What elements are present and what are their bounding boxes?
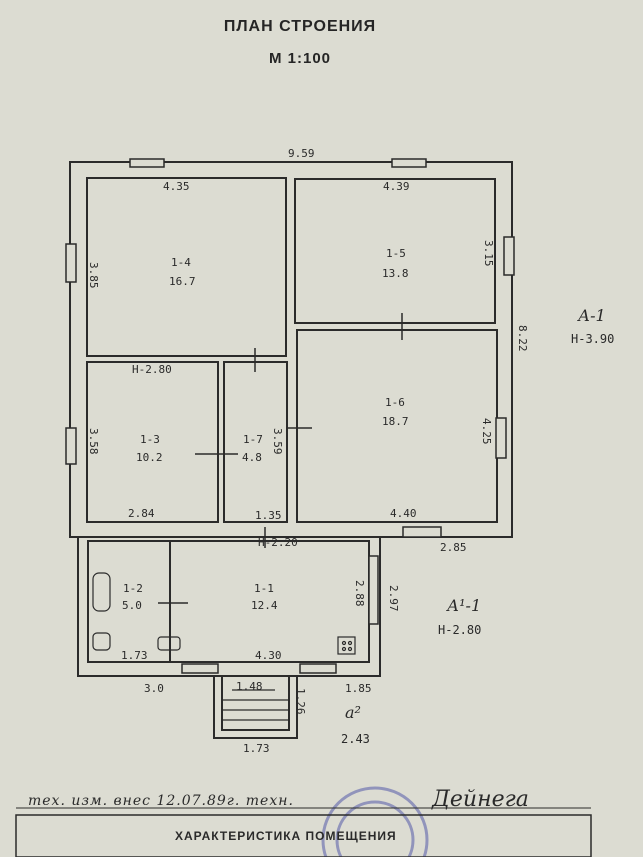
sink-icon <box>157 636 181 651</box>
extension-wall <box>77 537 381 677</box>
window <box>129 158 165 168</box>
window <box>495 417 507 459</box>
room-1-5-height: 3.15 <box>482 240 495 267</box>
room-1-2-width: 1.73 <box>121 649 148 662</box>
room-1-4-outline <box>86 177 287 357</box>
signature: Дейнега <box>432 787 529 812</box>
room-1-5-id: 1-5 <box>386 247 406 260</box>
label-a1-top-height: Н-3.90 <box>571 332 615 346</box>
plan-scale: М 1:100 <box>268 50 332 67</box>
room-1-2-id: 1-2 <box>123 582 143 595</box>
room-1-4-id: 1-4 <box>171 256 191 269</box>
corridor-height-label: Н-2.20 <box>258 536 298 549</box>
window <box>65 427 77 465</box>
room-1-7-id: 1-7 <box>243 433 263 446</box>
room-1-3-width: 2.84 <box>128 507 155 520</box>
room-1-7-height: 3.59 <box>271 428 284 455</box>
room-1-3-outline <box>86 361 219 523</box>
porch-inner-dim: 1.48 <box>236 680 263 693</box>
room-1-3-id: 1-3 <box>140 433 160 446</box>
porch-depth-dim: 1.26 <box>294 688 307 715</box>
ext-width-dim: 2.85 <box>440 541 467 554</box>
stamp <box>321 786 429 857</box>
stove-icon <box>337 636 356 655</box>
porch-width-dim: 1.73 <box>243 742 270 755</box>
window <box>181 663 219 674</box>
outer-height-dim: 8.22 <box>516 325 529 352</box>
room-1-4-height: 3.85 <box>87 262 100 289</box>
plan-title: ПЛАН СТРОЕНИЯ <box>223 18 377 35</box>
window <box>65 243 77 283</box>
room-1-5-width: 4.39 <box>383 180 410 193</box>
room-1-6-height: 4.25 <box>480 418 493 445</box>
room-1-3-height: 3.58 <box>87 428 100 455</box>
room-1-6-id: 1-6 <box>385 396 405 409</box>
window <box>503 236 515 276</box>
label-a1-ext: А¹-1 <box>447 596 482 615</box>
room-1-5-area: 13.8 <box>382 267 409 280</box>
window <box>402 526 442 538</box>
window <box>299 663 337 674</box>
room-1-7-area: 4.8 <box>242 451 262 464</box>
revision-note: тех. изм. внес 12.07.89г. техн. <box>28 793 294 809</box>
label-porch-value: 2.43 <box>341 732 370 746</box>
room-1-4-area: 16.7 <box>169 275 196 288</box>
toilet-icon <box>92 632 111 651</box>
room-1-6-area: 18.7 <box>382 415 409 428</box>
room-1-1-width: 4.30 <box>255 649 282 662</box>
upper-height-label: Н-2.80 <box>132 363 172 376</box>
room-1-4-width: 4.35 <box>163 180 190 193</box>
porch-outline <box>213 676 298 739</box>
label-porch: а² <box>345 703 361 722</box>
room-1-3-area: 10.2 <box>136 451 163 464</box>
label-a1-ext-height: Н-2.80 <box>438 623 482 637</box>
bathtub-icon <box>92 572 111 612</box>
window <box>391 158 427 168</box>
room-1-1-height: 2.88 <box>353 580 366 607</box>
room-1-6-width: 4.40 <box>390 507 417 520</box>
outer-width-dim: 9.59 <box>288 147 315 160</box>
ext-right-dim: 1.85 <box>345 682 372 695</box>
window <box>368 555 379 625</box>
label-a1-top: А-1 <box>578 306 606 325</box>
room-1-2-area: 5.0 <box>122 599 142 612</box>
room-1-1-area: 12.4 <box>251 599 278 612</box>
room-1-1-id: 1-1 <box>254 582 274 595</box>
ext-side-dim: 2.97 <box>387 585 400 612</box>
ext-left-dim: 3.0 <box>144 682 164 695</box>
room-1-7-width: 1.35 <box>255 509 282 522</box>
room-1-5-outline <box>294 178 496 324</box>
outer-wall <box>69 161 513 538</box>
table-title: ХАРАКТЕРИСТИКА ПОМЕЩЕНИЯ <box>175 829 397 843</box>
